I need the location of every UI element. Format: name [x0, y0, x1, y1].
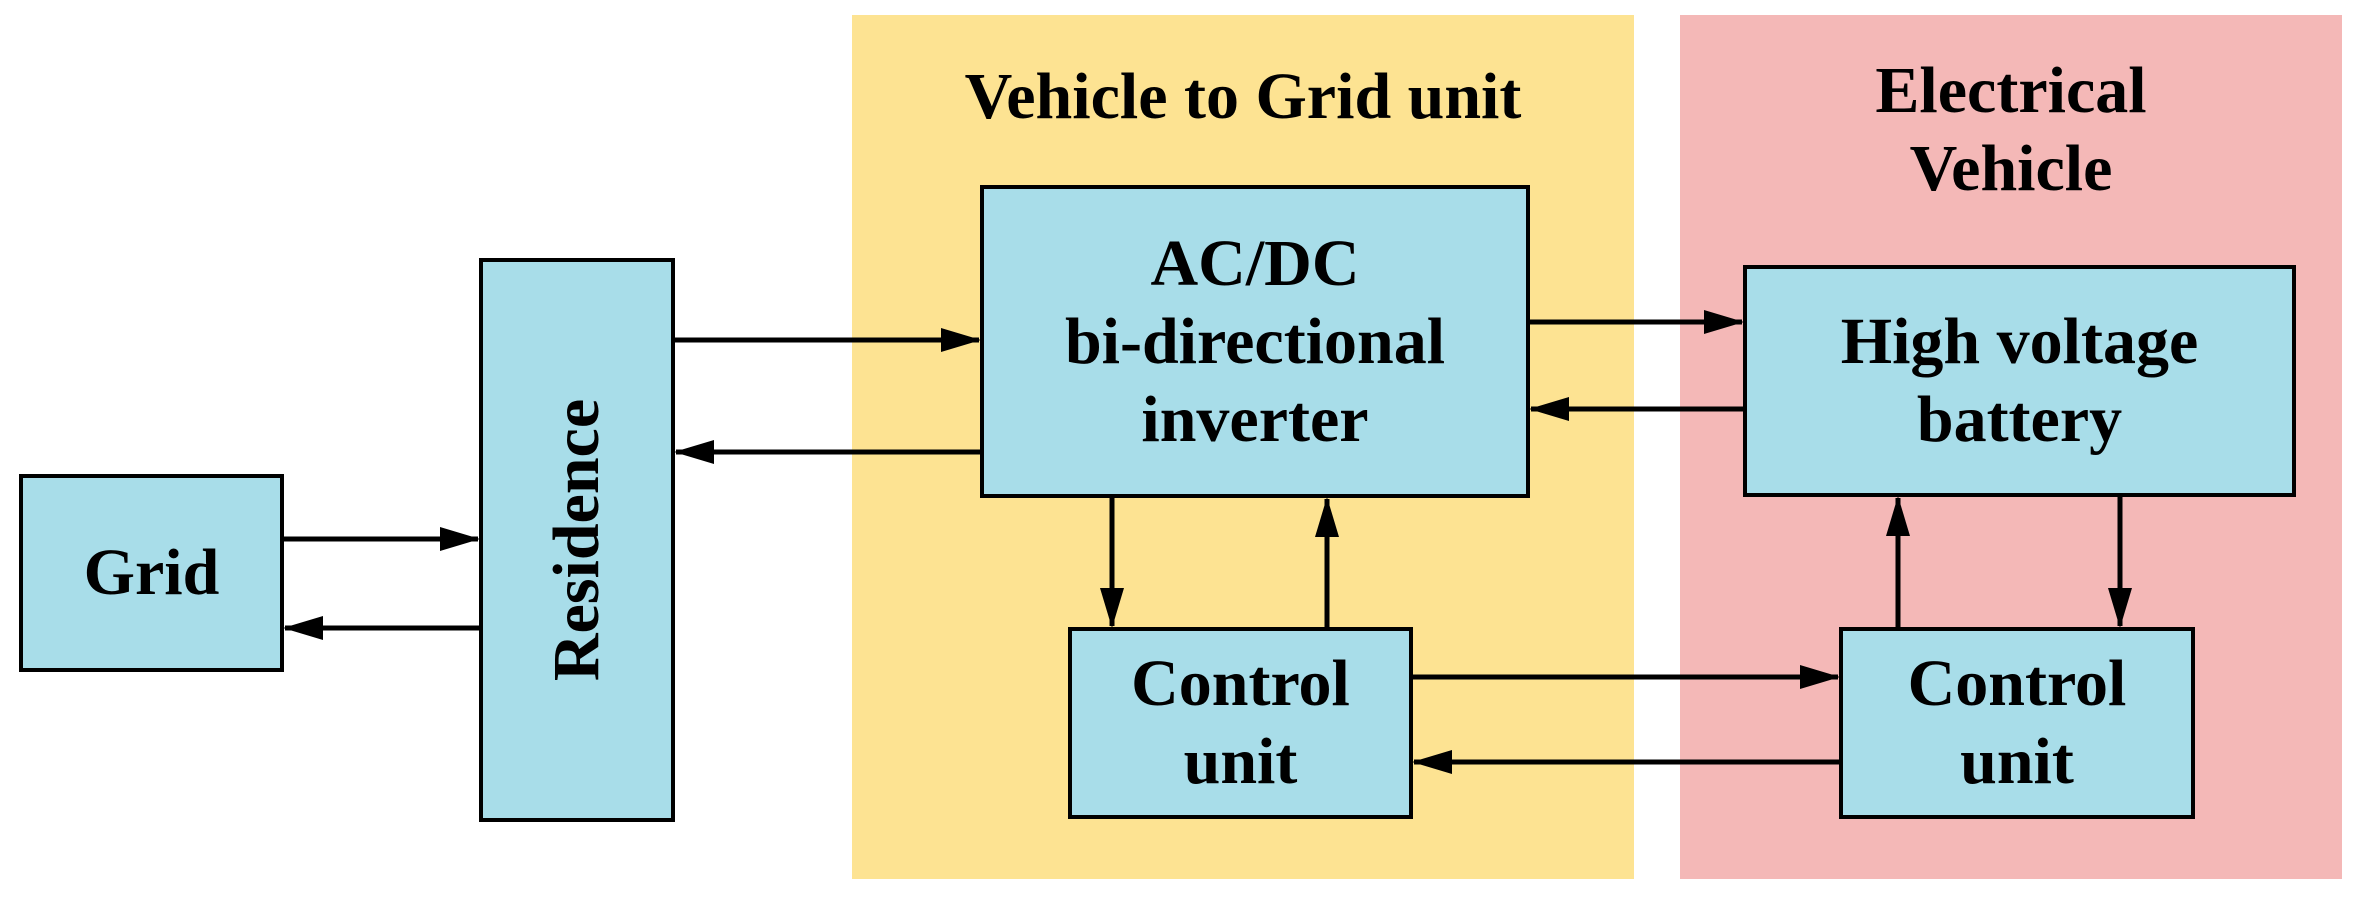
ev-title-line2: Vehicle [1909, 132, 2113, 205]
v2g-control-unit-line2: unit [1183, 725, 1298, 798]
ev-control-unit-block: Control unit [1839, 627, 2195, 819]
battery-line2: battery [1916, 383, 2123, 456]
grid-label: Grid [83, 536, 220, 609]
residence-label: Residence [540, 398, 613, 682]
ev-title-line1: Electrical [1875, 54, 2147, 127]
battery-block: High voltage battery [1743, 265, 2296, 497]
ev-region-title: Electrical Vehicle [1680, 52, 2342, 208]
inverter-line3: inverter [1141, 382, 1369, 456]
grid-block: Grid [19, 474, 284, 672]
v2g-region-title: Vehicle to Grid unit [964, 60, 1522, 133]
inverter-line2: bi-directional [1064, 304, 1446, 378]
ev-control-unit-line2: unit [1960, 725, 2074, 798]
ev-control-unit-line1: Control [1907, 647, 2127, 720]
battery-line1: High voltage [1840, 305, 2199, 378]
inverter-line1: AC/DC [1150, 226, 1360, 300]
v2g-control-unit-line1: Control [1131, 647, 1350, 720]
residence-block: Residence [479, 258, 675, 822]
v2g-control-unit-block: Control unit [1068, 627, 1413, 819]
inverter-block: AC/DC bi-directional inverter [980, 185, 1530, 498]
